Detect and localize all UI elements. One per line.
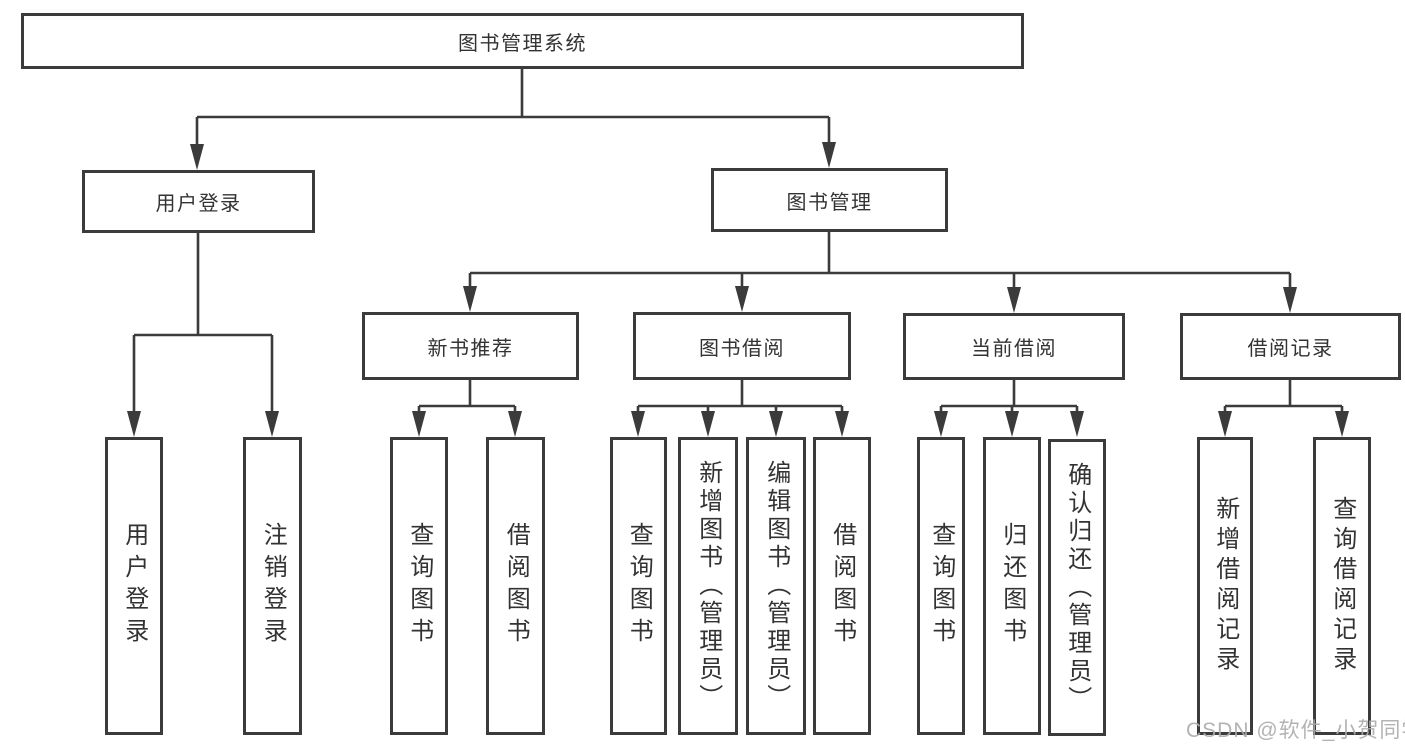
connector-book-management-fork bbox=[463, 232, 1297, 313]
node-book-borrowing: 图书借阅 bbox=[633, 312, 851, 380]
node-current-borrowing: 当前借阅 bbox=[903, 313, 1125, 380]
node-leaf-confirm-return-admin: 确认归还（管理员） bbox=[1048, 439, 1106, 736]
node-user-login: 用户登录 bbox=[82, 170, 315, 233]
node-leaf-user-login: 用户登录 bbox=[105, 437, 163, 735]
node-leaf-add-book-admin: 新增图书（管理员） bbox=[678, 437, 738, 735]
connector-new-book-fork bbox=[412, 380, 522, 437]
connector-user-login-fork bbox=[127, 233, 279, 437]
node-leaf-add-borrow-record: 新增借阅记录 bbox=[1197, 437, 1253, 735]
node-leaf-return-books: 归还图书 bbox=[983, 437, 1041, 735]
watermark: CSDN @软件_小贺同学 bbox=[1186, 719, 1405, 742]
node-leaf-borrow-books-2: 借阅图书 bbox=[813, 437, 871, 735]
connector-book-borrow-fork bbox=[631, 380, 849, 437]
node-leaf-query-borrow-record: 查询借阅记录 bbox=[1313, 437, 1371, 735]
node-leaf-query-books-2: 查询图书 bbox=[610, 437, 667, 735]
connector-borrow-records-fork bbox=[1218, 380, 1349, 437]
node-leaf-edit-book-admin: 编辑图书（管理员） bbox=[746, 437, 806, 735]
node-book-management: 图书管理 bbox=[711, 168, 948, 232]
node-leaf-borrow-books-1: 借阅图书 bbox=[486, 437, 545, 735]
connector-current-borrow-fork bbox=[934, 380, 1084, 437]
node-library-management-system: 图书管理系统 bbox=[21, 13, 1024, 69]
node-new-book-recommendation: 新书推荐 bbox=[362, 312, 579, 380]
node-leaf-query-books-3: 查询图书 bbox=[917, 437, 965, 735]
node-leaf-query-books-1: 查询图书 bbox=[390, 437, 448, 735]
connector-root-fork bbox=[190, 68, 836, 170]
node-borrowing-records: 借阅记录 bbox=[1180, 313, 1401, 380]
node-leaf-logout: 注销登录 bbox=[243, 437, 302, 735]
